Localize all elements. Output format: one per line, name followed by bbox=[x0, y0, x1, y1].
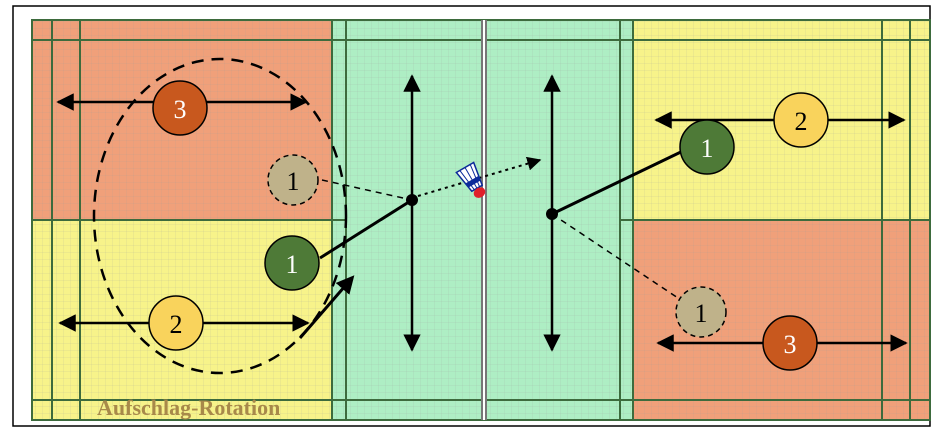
player-right-bottom: 3 bbox=[762, 315, 818, 371]
right-pivot-dot bbox=[546, 208, 558, 220]
svg-text:3: 3 bbox=[784, 330, 797, 359]
shuttlecock-icon bbox=[455, 161, 486, 198]
svg-text:3: 3 bbox=[174, 95, 187, 124]
player-left-ghost: 1 bbox=[267, 154, 319, 206]
svg-text:2: 2 bbox=[170, 310, 183, 339]
left-pivot-dot bbox=[406, 194, 418, 206]
svg-text:1: 1 bbox=[695, 299, 708, 328]
player-right-top: 2 bbox=[773, 92, 829, 148]
player-left-server: 1 bbox=[264, 235, 320, 291]
rotation-path bbox=[92, 57, 348, 375]
player-right-server: 1 bbox=[679, 119, 735, 175]
player-left-bottom: 2 bbox=[148, 295, 204, 351]
right-server-line bbox=[551, 148, 686, 216]
left-ghost-line bbox=[321, 179, 413, 201]
player-right-ghost: 1 bbox=[675, 286, 727, 338]
svg-text:1: 1 bbox=[701, 134, 714, 163]
svg-text:1: 1 bbox=[286, 250, 299, 279]
player-left-top: 3 bbox=[152, 80, 208, 136]
right-ghost-line bbox=[551, 213, 679, 299]
diagram-caption: Aufschlag-Rotation bbox=[97, 395, 280, 420]
left-server-line bbox=[319, 198, 413, 260]
svg-text:2: 2 bbox=[795, 107, 808, 136]
svg-text:1: 1 bbox=[287, 167, 300, 196]
